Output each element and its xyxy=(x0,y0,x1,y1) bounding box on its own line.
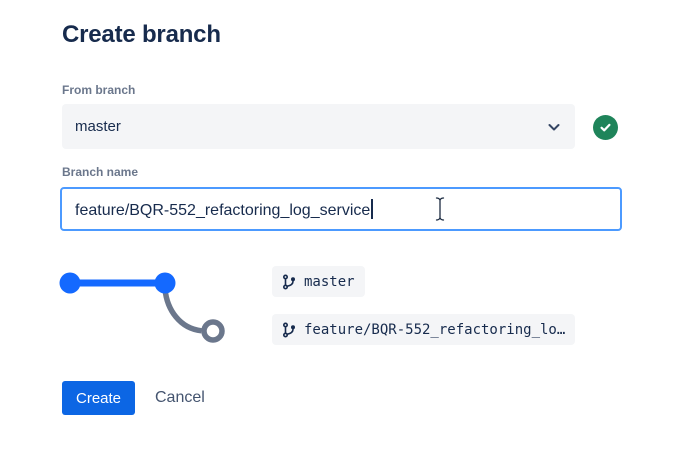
text-caret xyxy=(371,198,373,219)
page-title: Create branch xyxy=(62,21,221,48)
branch-chip-feature: feature/BQR-552_refactoring_lo… xyxy=(272,314,576,345)
from-branch-label: From branch xyxy=(62,83,136,97)
branch-chip-label: feature/BQR-552_refactoring_lo… xyxy=(304,321,566,338)
branch-chip-master: master xyxy=(272,266,365,297)
branch-graph xyxy=(59,272,225,343)
branch-name-input[interactable]: feature/BQR-552_refactoring_log_service xyxy=(60,187,622,231)
cancel-button[interactable]: Cancel xyxy=(155,389,205,406)
git-branch-icon xyxy=(282,273,296,290)
from-branch-select[interactable]: master xyxy=(62,104,575,149)
branch-name-value: feature/BQR-552_refactoring_log_service xyxy=(62,198,373,220)
check-circle-icon xyxy=(593,115,618,140)
branch-name-label: Branch name xyxy=(62,165,139,179)
git-branch-icon xyxy=(282,321,296,338)
create-button[interactable]: Create xyxy=(62,381,136,415)
from-branch-value: master xyxy=(75,118,121,135)
branch-chip-label: master xyxy=(304,273,355,290)
chevron-down-icon[interactable] xyxy=(546,119,562,135)
